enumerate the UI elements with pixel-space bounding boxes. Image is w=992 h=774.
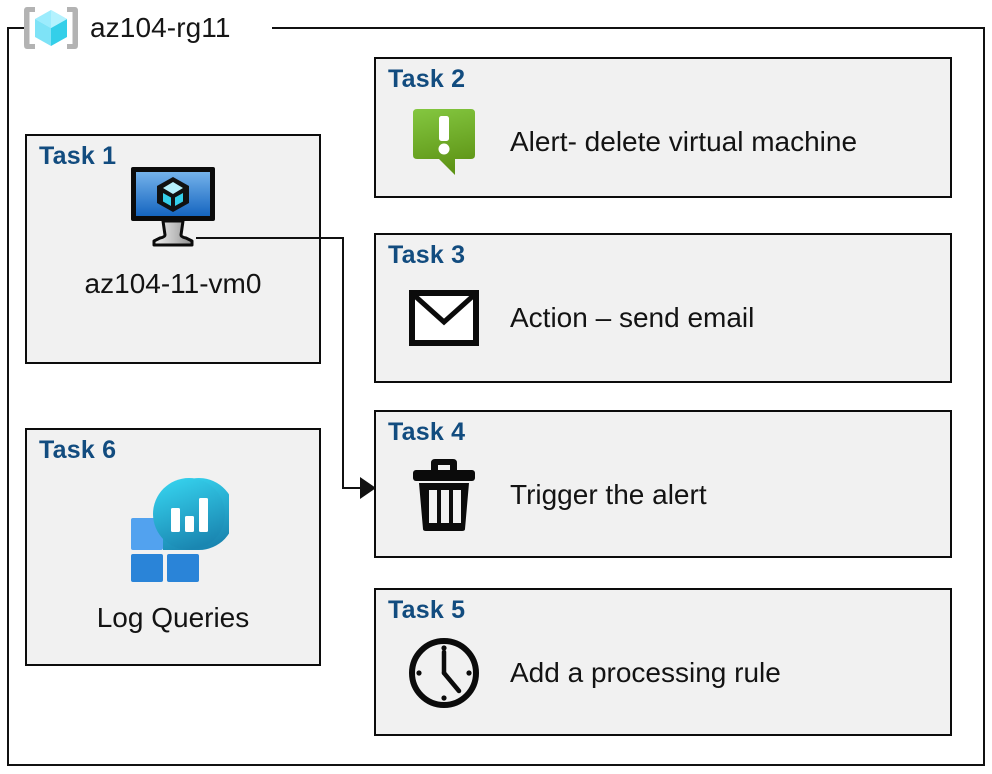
task2-card[interactable]: Task 2 Alert- delete virtual machine bbox=[374, 57, 952, 198]
task3-heading: Task 3 bbox=[388, 241, 466, 269]
connector-segment-vertical bbox=[342, 237, 344, 489]
task6-heading: Task 6 bbox=[39, 436, 117, 464]
alert-bubble-icon bbox=[406, 104, 482, 180]
task6-icon-slot bbox=[27, 470, 319, 590]
arrowhead-right-icon bbox=[360, 477, 376, 499]
connector-segment-horizontal-bottom bbox=[342, 487, 366, 489]
task1-heading: Task 1 bbox=[39, 142, 117, 170]
task1-card[interactable]: Task 1 bbox=[25, 134, 321, 364]
log-analytics-icon bbox=[117, 472, 235, 589]
task5-label: Add a processing rule bbox=[510, 657, 781, 688]
virtual-machine-icon bbox=[129, 165, 217, 252]
task6-label-slot: Log Queries bbox=[27, 602, 319, 634]
connector-segment-horizontal-top bbox=[196, 237, 344, 239]
resource-group-boundary bbox=[7, 28, 985, 766]
azure-resource-group-icon bbox=[22, 3, 80, 53]
task1-label-slot: az104-11-vm0 bbox=[27, 268, 319, 300]
task2-label: Alert- delete virtual machine bbox=[510, 126, 858, 157]
task5-heading: Task 5 bbox=[388, 596, 466, 624]
task4-row: Trigger the alert bbox=[406, 456, 707, 534]
task6-label: Log Queries bbox=[96, 602, 250, 633]
task4-label: Trigger the alert bbox=[510, 479, 707, 510]
task1-icon-slot bbox=[27, 162, 319, 254]
resource-group-header: az104-rg11 bbox=[22, 2, 231, 54]
task1-label: az104-11-vm0 bbox=[84, 268, 262, 299]
task6-card[interactable]: Task 6 bbox=[25, 428, 321, 666]
resource-group-title: az104-rg11 bbox=[90, 12, 231, 43]
clock-icon bbox=[406, 635, 482, 711]
trash-icon bbox=[406, 457, 482, 533]
task4-card[interactable]: Task 4 Trigger the alert bbox=[374, 410, 952, 558]
task3-card[interactable]: Task 3 Action – send email bbox=[374, 233, 952, 383]
resource-group-border-top-left bbox=[7, 27, 29, 29]
task3-row: Action – send email bbox=[406, 279, 754, 357]
envelope-icon bbox=[406, 280, 482, 356]
task4-heading: Task 4 bbox=[388, 418, 466, 446]
task5-row: Add a processing rule bbox=[406, 634, 781, 712]
task2-heading: Task 2 bbox=[388, 65, 466, 93]
task2-row: Alert- delete virtual machine bbox=[406, 103, 857, 181]
resource-group-border-top-right bbox=[272, 27, 985, 29]
task5-card[interactable]: Task 5 Add a processing rule bbox=[374, 588, 952, 736]
task3-label: Action – send email bbox=[510, 302, 755, 333]
